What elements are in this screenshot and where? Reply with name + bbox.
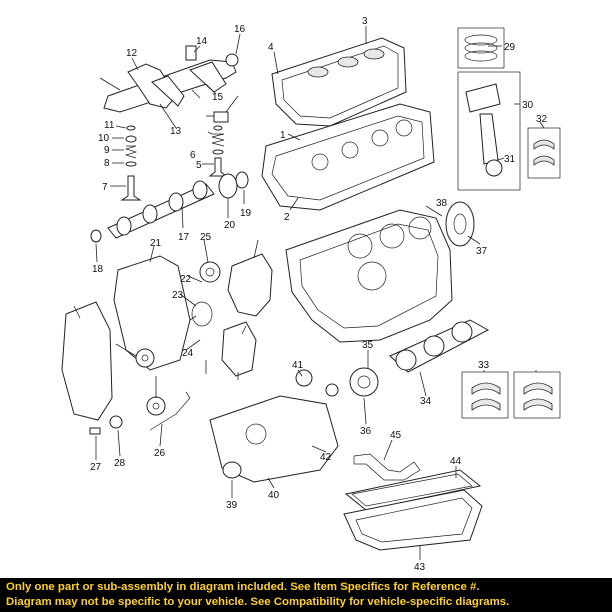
- disclaimer-line-2: Diagram may not be specific to your vehi…: [6, 596, 510, 608]
- crankshaft-and-bearings: [349, 201, 561, 419]
- callout-5: 5: [196, 160, 202, 171]
- callout-7: 7: [102, 182, 108, 193]
- callout-37: 37: [476, 246, 488, 257]
- callout-45: 45: [390, 430, 402, 441]
- callout-30: 30: [522, 100, 534, 111]
- callout-8: 8: [104, 158, 110, 169]
- callout-36: 36: [360, 426, 372, 437]
- callout-32: 32: [536, 114, 548, 125]
- callout-11: 11: [104, 120, 115, 131]
- callout-43: 43: [414, 562, 426, 573]
- cylinder-head: [261, 103, 435, 211]
- engine-exploded-diagram: 1 2 3 4 5 6 7 8 9 10 11 12 13 14 15 16 1…: [61, 16, 561, 573]
- callout-20: 20: [224, 220, 236, 231]
- callout-4: 4: [268, 42, 274, 53]
- callout-40: 40: [268, 490, 280, 501]
- callout-42: 42: [320, 452, 332, 463]
- callout-24: 24: [182, 348, 194, 359]
- callout-26: 26: [154, 448, 166, 459]
- callout-14: 14: [196, 36, 208, 47]
- callout-17: 17: [178, 232, 190, 243]
- piston-assembly: [457, 27, 561, 191]
- callout-16: 16: [234, 24, 246, 35]
- callout-labels: 1 2 3 4 5 6 7 8 9 10 11 12 13 14 15 16 1…: [90, 16, 548, 573]
- leader-lines: [73, 26, 545, 560]
- callout-44: 44: [450, 456, 462, 467]
- callout-41: 41: [292, 360, 304, 371]
- camshaft: [90, 171, 249, 243]
- callout-23: 23: [172, 290, 184, 301]
- oil-pan-and-gasket: [343, 469, 483, 551]
- callout-34: 34: [420, 396, 432, 407]
- callout-22: 22: [180, 274, 192, 285]
- callout-39: 39: [226, 500, 238, 511]
- callout-27: 27: [90, 462, 102, 473]
- callout-18: 18: [92, 264, 104, 275]
- callout-25: 25: [200, 232, 212, 243]
- engine-block: [285, 209, 453, 343]
- callout-3: 3: [362, 16, 368, 27]
- callout-35: 35: [362, 340, 374, 351]
- disclaimer-banner: Only one part or sub-assembly in diagram…: [0, 578, 612, 612]
- callout-31: 31: [504, 154, 516, 165]
- callout-10: 10: [98, 133, 110, 144]
- disclaimer-line-1: Only one part or sub-assembly in diagram…: [6, 581, 480, 593]
- callout-6: 6: [190, 150, 196, 161]
- callout-21: 21: [150, 238, 162, 249]
- timing-components: [61, 253, 273, 435]
- oil-pump-and-pickup: [209, 369, 421, 483]
- callout-19: 19: [240, 208, 252, 219]
- callout-13: 13: [170, 126, 182, 137]
- callout-2: 2: [284, 212, 290, 223]
- callout-28: 28: [114, 458, 126, 469]
- rocker-arm-assembly: [103, 45, 239, 113]
- callout-12: 12: [126, 48, 138, 59]
- callout-9: 9: [104, 145, 110, 156]
- valve-cover: [271, 37, 407, 127]
- callout-33: 33: [478, 360, 490, 371]
- callout-29: 29: [504, 42, 516, 53]
- callout-15: 15: [212, 92, 224, 103]
- callout-38: 38: [436, 198, 448, 209]
- callout-1: 1: [280, 130, 286, 141]
- valve-train-parts: [120, 111, 229, 201]
